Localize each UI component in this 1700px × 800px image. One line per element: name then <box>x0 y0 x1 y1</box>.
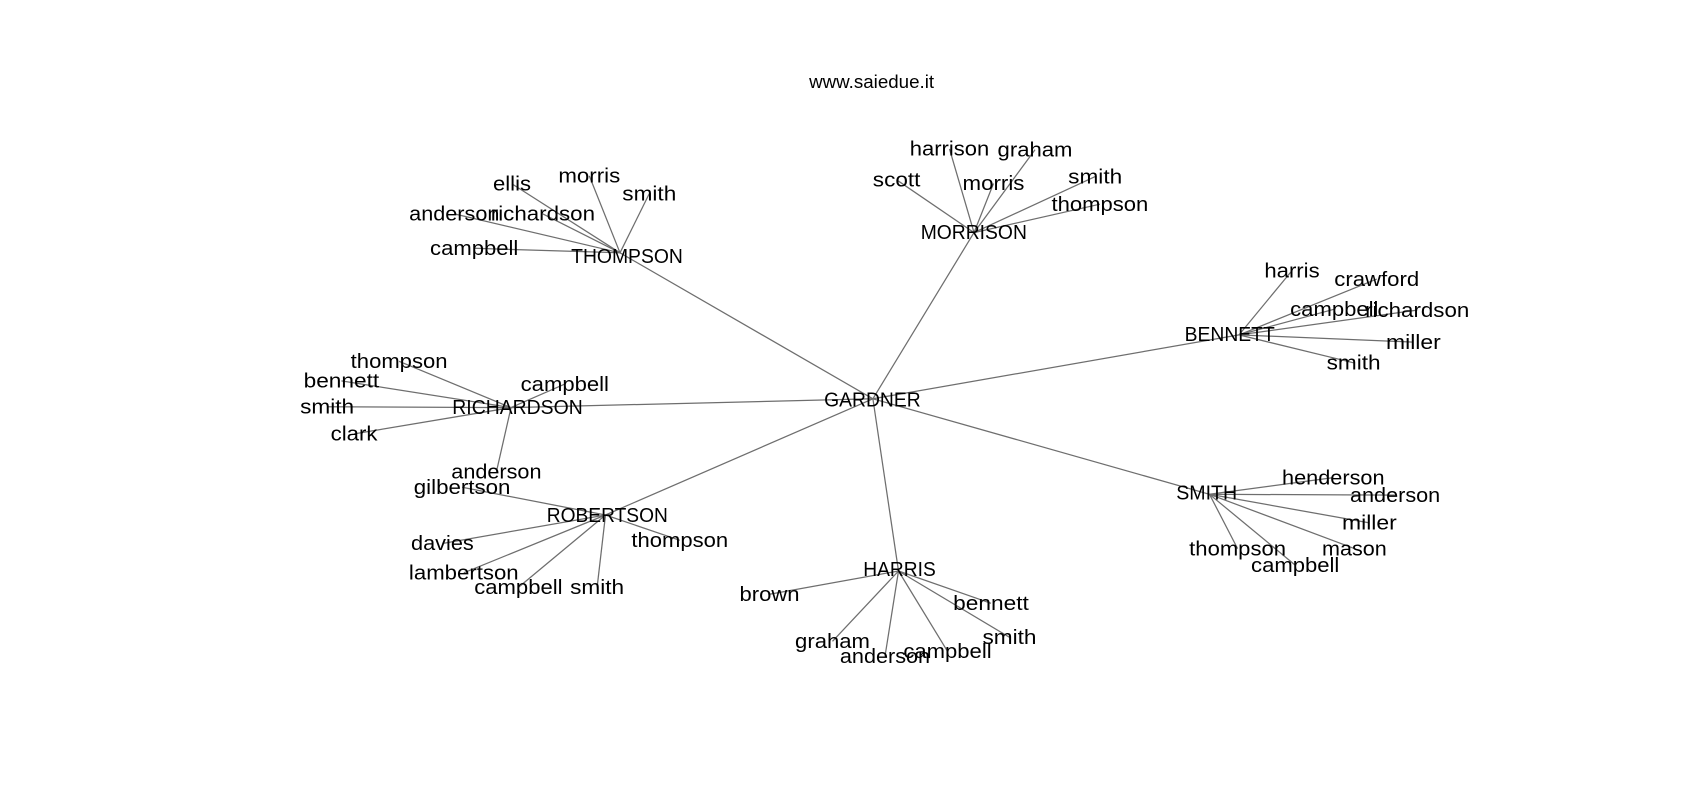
svg-text:smith: smith <box>300 397 354 419</box>
svg-text:mason: mason <box>1322 538 1387 560</box>
svg-text:miller: miller <box>1386 332 1441 354</box>
svg-text:GARDNER: GARDNER <box>824 390 921 412</box>
svg-text:campbell: campbell <box>1290 299 1378 321</box>
svg-text:ellis: ellis <box>493 174 531 196</box>
svg-text:bennett: bennett <box>953 593 1029 615</box>
svg-text:crawford: crawford <box>1334 269 1419 291</box>
svg-text:bennett: bennett <box>304 371 380 393</box>
svg-text:HARRIS: HARRIS <box>863 559 936 581</box>
svg-text:smith: smith <box>1068 166 1122 188</box>
svg-text:richardson: richardson <box>1365 300 1469 322</box>
svg-text:clark: clark <box>331 424 379 446</box>
svg-text:smith: smith <box>570 577 624 599</box>
svg-text:RICHARDSON: RICHARDSON <box>452 397 582 419</box>
svg-text:thompson: thompson <box>1052 194 1149 216</box>
svg-text:campbell: campbell <box>1251 555 1339 577</box>
svg-text:smith: smith <box>983 627 1037 649</box>
svg-text:campbell: campbell <box>903 641 991 663</box>
svg-text:thompson: thompson <box>351 351 448 373</box>
svg-text:anderson: anderson <box>1350 485 1440 507</box>
svg-text:MORRISON: MORRISON <box>921 222 1027 244</box>
svg-text:brown: brown <box>740 584 800 606</box>
svg-text:campbell: campbell <box>521 374 609 396</box>
svg-text:SMITH: SMITH <box>1176 483 1237 505</box>
svg-text:campbell: campbell <box>430 238 518 260</box>
svg-text:graham: graham <box>998 139 1073 161</box>
svg-text:richardson: richardson <box>491 204 595 226</box>
svg-text:thompson: thompson <box>631 530 728 552</box>
svg-text:thompson: thompson <box>1189 538 1286 560</box>
svg-text:anderson: anderson <box>840 646 930 668</box>
svg-text:davies: davies <box>411 533 474 555</box>
svg-text:www.saiedue.it: www.saiedue.it <box>808 72 934 92</box>
svg-text:harris: harris <box>1264 260 1319 282</box>
svg-text:BENNETT: BENNETT <box>1185 324 1275 346</box>
svg-text:morris: morris <box>558 166 620 188</box>
svg-text:anderson: anderson <box>451 462 541 484</box>
svg-text:campbell: campbell <box>474 577 562 599</box>
svg-text:graham: graham <box>795 631 870 653</box>
svg-text:henderson: henderson <box>1282 467 1385 489</box>
svg-text:lambertson: lambertson <box>409 563 519 585</box>
svg-text:scott: scott <box>873 170 921 192</box>
svg-text:THOMPSON: THOMPSON <box>571 246 683 268</box>
svg-text:ROBERTSON: ROBERTSON <box>547 505 668 527</box>
svg-text:anderson: anderson <box>409 204 499 226</box>
svg-text:morris: morris <box>963 173 1025 195</box>
svg-text:harrison: harrison <box>910 139 989 161</box>
svg-text:miller: miller <box>1342 513 1397 535</box>
svg-text:smith: smith <box>622 183 676 205</box>
svg-text:gilbertson: gilbertson <box>414 477 511 499</box>
svg-text:smith: smith <box>1327 353 1381 375</box>
